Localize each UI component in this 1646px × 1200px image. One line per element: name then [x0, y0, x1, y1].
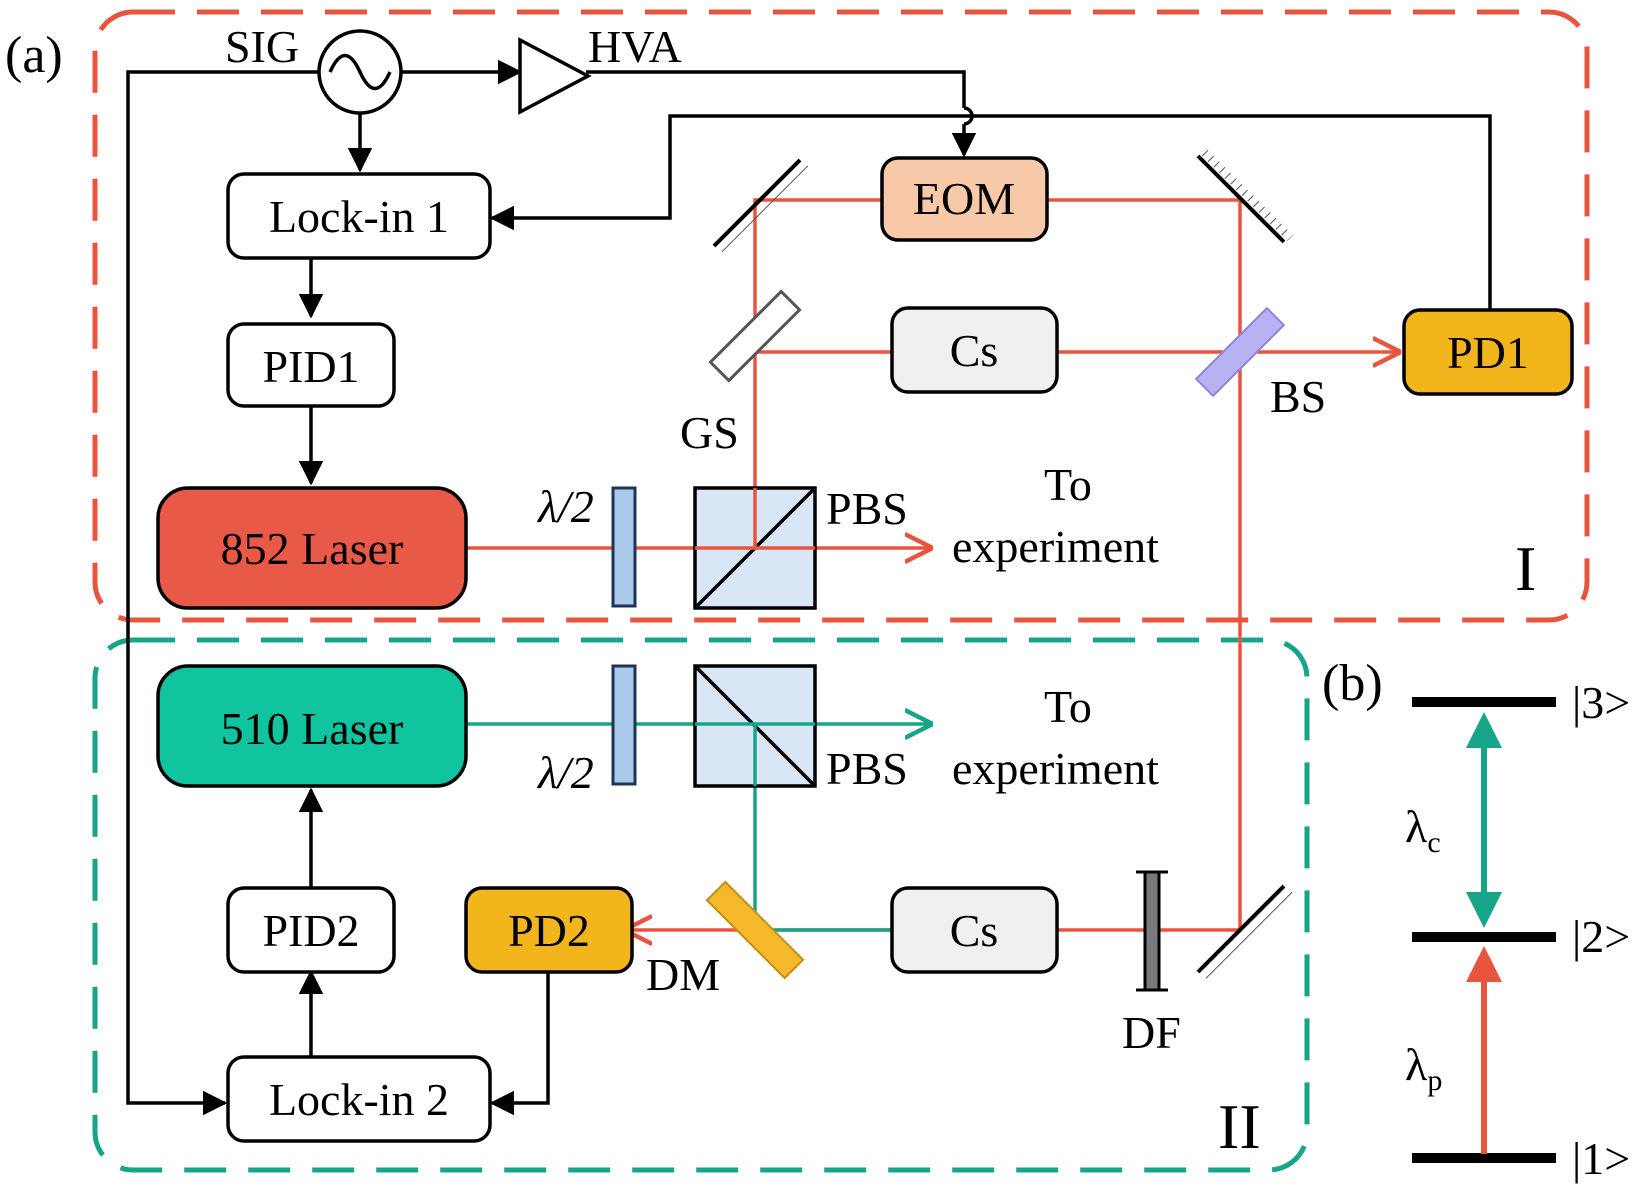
pd1-box: PD1 [1402, 308, 1574, 396]
laser510-box: 510 Laser [156, 664, 468, 788]
mirror-top-right [1196, 149, 1293, 244]
hva-label: HVA [588, 21, 682, 72]
pd1-label: PD1 [1447, 327, 1529, 378]
to-experiment-bottom-line1: To [1044, 681, 1092, 732]
cs-cell-top: Cs [890, 306, 1059, 394]
dichroic-mirror [705, 880, 805, 980]
laser852-box: 852 Laser [156, 486, 468, 610]
cs-top-label: Cs [950, 325, 999, 376]
pbs-label-bottom: PBS [826, 743, 908, 794]
pid2-box: PID2 [226, 886, 396, 974]
to-experiment-bottom-line2: experiment [952, 743, 1159, 794]
lockin1-box: Lock-in 1 [226, 172, 492, 260]
pd2-box: PD2 [464, 886, 634, 974]
panel-label-b: (b) [1322, 655, 1383, 712]
electronic-wiring [126, 59, 1492, 1116]
glass-slide [708, 289, 802, 383]
lambda-c-label: λc [1405, 801, 1441, 859]
df-label: DF [1122, 1007, 1181, 1058]
region-label-II: II [1218, 1091, 1261, 1162]
laser852-label: 852 Laser [221, 523, 404, 574]
lockin1-label: Lock-in 1 [269, 191, 449, 242]
lockin2-box: Lock-in 2 [226, 1055, 492, 1143]
signal-generator [317, 29, 403, 115]
sig-label: SIG [225, 21, 299, 72]
halfwave-label-bottom: λ/2 [536, 747, 594, 798]
level-2-label: |2> [1572, 911, 1630, 962]
to-experiment-top-line2: experiment [952, 521, 1159, 572]
region-I-border [92, 9, 1590, 623]
pid1-box: PID1 [226, 322, 396, 408]
halfwave-plate-bottom [611, 664, 637, 786]
pbs-label-top: PBS [826, 483, 908, 534]
cs-bottom-label: Cs [950, 905, 999, 956]
region-II-border [92, 637, 1310, 1173]
lockin2-label: Lock-in 2 [269, 1074, 449, 1125]
panel-label-a: (a) [5, 27, 63, 84]
mirror-top-left [712, 158, 809, 253]
laser510-label: 510 Laser [221, 703, 404, 754]
eom-box: EOM [880, 156, 1049, 242]
dm-label: DM [646, 949, 720, 1000]
to-experiment-top-line1: To [1044, 459, 1092, 510]
cs-cell-bottom: Cs [890, 886, 1059, 974]
level-3-label: |3> [1572, 677, 1630, 728]
lambda-p-label: λp [1405, 1039, 1442, 1097]
beam-splitter [1194, 306, 1286, 398]
region-label-I: I [1515, 533, 1536, 604]
bs-label: BS [1270, 371, 1326, 422]
halfwave-label-top: λ/2 [536, 481, 594, 532]
gs-label: GS [680, 407, 739, 458]
level-1-label: |1> [1572, 1133, 1630, 1184]
density-filter [1143, 870, 1161, 992]
hva-amplifier-icon [518, 37, 592, 115]
energy-level-diagram: |3> |2> |1> λc λp [1405, 677, 1630, 1184]
pd2-label: PD2 [508, 905, 590, 956]
pid2-label: PID2 [262, 905, 359, 956]
pid1-label: PID1 [262, 341, 359, 392]
eom-label: EOM [913, 173, 1015, 224]
halfwave-plate-top [611, 486, 637, 608]
mirror-bottom-right [1196, 884, 1293, 979]
